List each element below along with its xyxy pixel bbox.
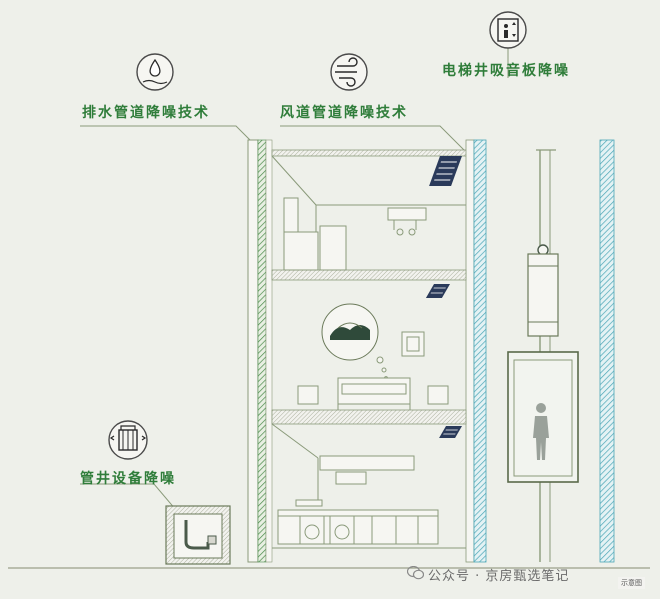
drain-pipe-label: 排水管道降噪技术 <box>82 105 210 121</box>
wind-icon <box>330 53 368 91</box>
wechat-icon <box>407 566 424 580</box>
equipment-icon <box>108 420 148 460</box>
elevator-label: 电梯井吸音板降噪 <box>442 63 570 79</box>
bathroom-room <box>271 155 466 271</box>
water-heater <box>387 207 427 221</box>
elevator-shaft <box>507 139 615 563</box>
water-drop-icon <box>136 53 174 91</box>
person-figure <box>533 403 549 460</box>
pipe-shaft-box <box>165 505 231 565</box>
schematic-note: 示意图 <box>618 577 645 589</box>
floor-slabs <box>271 269 467 549</box>
ceiling-vents <box>425 156 462 438</box>
living-room <box>297 303 449 410</box>
left-exterior-wall <box>247 139 273 563</box>
kitchen-room <box>271 423 439 545</box>
elevator-icon <box>489 11 527 49</box>
roof-slab <box>271 149 469 157</box>
watermark-text: 公众号 · 京房甄选笔记 <box>428 569 570 584</box>
shaft-equipment-label: 管井设备降噪 <box>80 471 176 487</box>
duct-pipe-label: 风道管道降噪技术 <box>280 105 408 121</box>
right-interior-wall <box>465 139 487 563</box>
